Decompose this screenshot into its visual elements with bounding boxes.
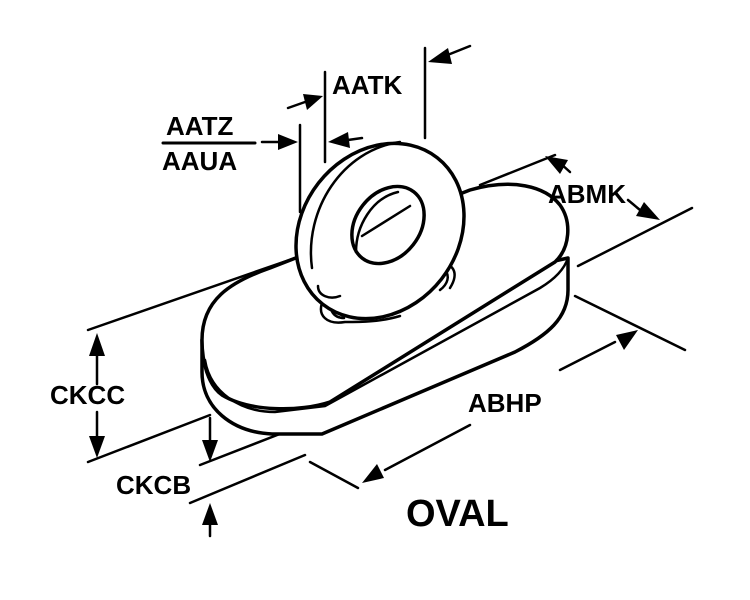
washer-ring	[294, 140, 466, 321]
label-ckcb: CKCB	[116, 470, 191, 500]
arrowheads	[89, 44, 660, 538]
label-abhp: ABHP	[468, 388, 542, 418]
shape-title: OVAL	[406, 493, 509, 535]
label-abmk: ABMK	[548, 179, 626, 209]
label-aatk: AATK	[332, 70, 403, 100]
label-ckcc: CKCC	[50, 380, 125, 410]
label-aaua: AAUA	[162, 146, 237, 176]
label-aatz: AATZ	[166, 111, 234, 141]
